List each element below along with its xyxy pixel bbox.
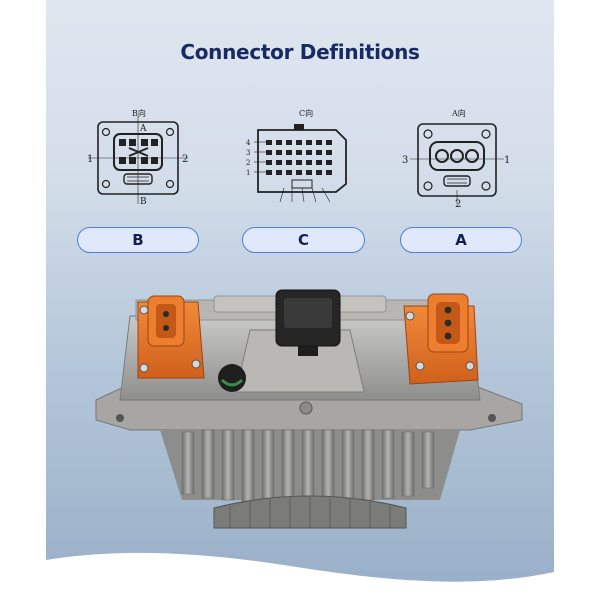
connector-c-diagram: C向 4 3 2 1 xyxy=(246,108,347,203)
connector-b-pin-bottom: B xyxy=(140,197,147,207)
connector-b-pin-left: 1 xyxy=(87,154,93,165)
connector-c-pin-1: 1 xyxy=(246,169,250,177)
connector-a-pin-left: 3 xyxy=(402,155,408,166)
charger-unit-photo xyxy=(95,289,523,529)
connector-c-pin-3: 3 xyxy=(246,149,250,157)
connector-b-diagram: B向 A 1 2 B xyxy=(87,108,188,207)
connector-a-header: A向 xyxy=(451,108,466,118)
orange-connector-b xyxy=(137,295,205,379)
page-title: Connector Definitions xyxy=(180,40,420,64)
connector-a-pin-right: 1 xyxy=(504,155,510,166)
orange-connector-a xyxy=(403,293,479,385)
label-a-button[interactable]: A xyxy=(400,227,522,253)
label-b-button[interactable]: B xyxy=(77,227,199,253)
connector-b-header: B向 xyxy=(132,108,146,118)
connector-c-pin-4: 4 xyxy=(246,139,251,147)
connector-b-pin-top: A xyxy=(139,124,147,134)
connector-a-pin-bottom: 2 xyxy=(455,199,461,210)
connector-a-diagram: A向 3 1 2 xyxy=(402,108,510,210)
connector-c-pin-2: 2 xyxy=(246,159,250,167)
connector-b-pin-right: 2 xyxy=(182,154,188,165)
connector-c-header: C向 xyxy=(299,108,313,118)
label-c-button[interactable]: C xyxy=(242,227,365,253)
